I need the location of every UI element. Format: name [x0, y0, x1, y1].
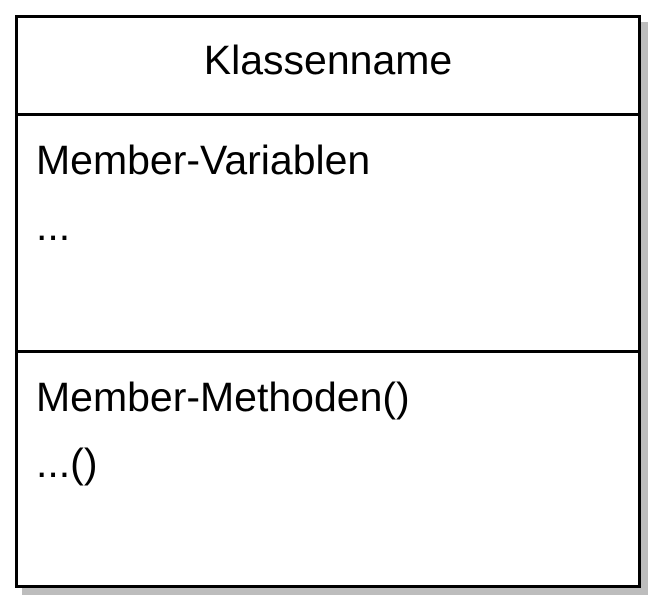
attribute-item: ... — [36, 203, 71, 249]
uml-class-box[interactable]: Klassenname Member-Variablen ... Member-… — [15, 15, 641, 588]
class-name-compartment: Klassenname — [18, 18, 638, 116]
operation-item: ...() — [36, 440, 98, 486]
attribute-item: Member-Variablen — [36, 137, 371, 183]
operations-compartment: Member-Methoden() ...() — [18, 353, 638, 585]
class-name: Klassenname — [203, 37, 453, 83]
attributes-compartment: Member-Variablen ... — [18, 116, 638, 353]
operation-item: Member-Methoden() — [36, 374, 410, 420]
